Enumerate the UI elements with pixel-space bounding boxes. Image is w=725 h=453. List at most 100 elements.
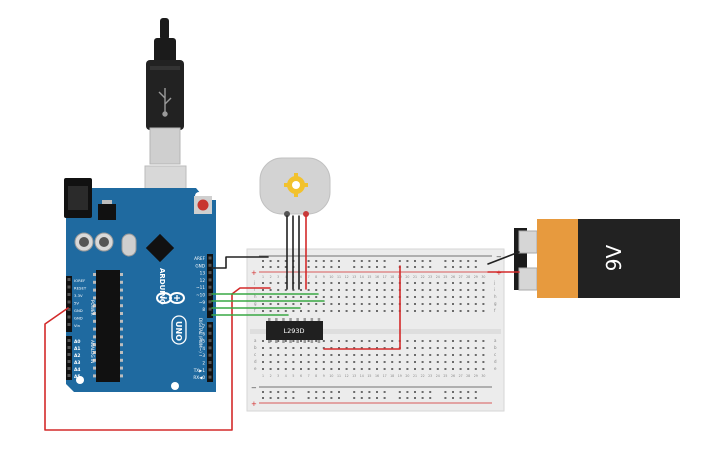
breadboard-hole[interactable] <box>330 347 333 349</box>
breadboard-hole[interactable] <box>262 296 264 298</box>
breadboard-hole[interactable] <box>414 354 416 356</box>
breadboard-hole[interactable] <box>269 303 272 305</box>
rail-hole[interactable] <box>474 266 477 268</box>
breadboard-hole[interactable] <box>338 368 340 370</box>
breadboard-hole[interactable] <box>307 347 310 349</box>
rail-hole[interactable] <box>269 260 272 262</box>
wire-gnd-black[interactable] <box>211 256 269 269</box>
breadboard-hole[interactable] <box>436 282 439 284</box>
rail-hole[interactable] <box>474 391 477 393</box>
breadboard-hole[interactable] <box>398 354 401 356</box>
rail-hole[interactable] <box>315 260 318 262</box>
breadboard-hole[interactable] <box>345 289 348 291</box>
breadboard-hole[interactable] <box>467 296 470 298</box>
digital-pin[interactable] <box>208 278 212 282</box>
breadboard-hole[interactable] <box>315 310 318 312</box>
breadboard-hole[interactable] <box>307 354 310 356</box>
rail-hole[interactable] <box>284 266 287 268</box>
breadboard-hole[interactable] <box>262 310 264 312</box>
breadboard-hole[interactable] <box>452 361 454 363</box>
breadboard-hole[interactable] <box>322 347 325 349</box>
analog-pin[interactable] <box>67 360 71 363</box>
rail-hole[interactable] <box>269 397 272 399</box>
breadboard-hole[interactable] <box>482 303 485 305</box>
rail-hole[interactable] <box>444 260 447 262</box>
breadboard-hole[interactable] <box>353 310 356 312</box>
breadboard-hole[interactable] <box>459 340 462 342</box>
breadboard-hole[interactable] <box>292 340 295 342</box>
rail-hole[interactable] <box>368 260 371 262</box>
breadboard-hole[interactable] <box>284 368 287 370</box>
breadboard-hole[interactable] <box>467 361 470 363</box>
rail-hole[interactable] <box>406 260 409 262</box>
breadboard-hole[interactable] <box>429 347 432 349</box>
rail-hole[interactable] <box>444 391 447 393</box>
breadboard-hole[interactable] <box>406 296 409 298</box>
breadboard-hole[interactable] <box>338 354 340 356</box>
breadboard-hole[interactable] <box>368 296 371 298</box>
breadboard-hole[interactable] <box>292 289 295 291</box>
breadboard-hole[interactable] <box>269 296 272 298</box>
breadboard-hole[interactable] <box>360 282 363 284</box>
rail-hole[interactable] <box>452 391 454 393</box>
breadboard-hole[interactable] <box>414 296 416 298</box>
rail-hole[interactable] <box>452 260 454 262</box>
rail-hole[interactable] <box>459 397 462 399</box>
breadboard-hole[interactable] <box>467 282 470 284</box>
breadboard-hole[interactable] <box>330 354 333 356</box>
breadboard-hole[interactable] <box>315 368 318 370</box>
breadboard-hole[interactable] <box>315 282 318 284</box>
breadboard-hole[interactable] <box>338 296 340 298</box>
breadboard-hole[interactable] <box>398 368 401 370</box>
breadboard-hole[interactable] <box>474 303 477 305</box>
breadboard-hole[interactable] <box>467 340 470 342</box>
rail-hole[interactable] <box>383 391 386 393</box>
breadboard-hole[interactable] <box>383 347 386 349</box>
motor-terminal-positive[interactable] <box>303 211 309 217</box>
breadboard-hole[interactable] <box>383 310 386 312</box>
breadboard-hole[interactable] <box>368 289 371 291</box>
breadboard-hole[interactable] <box>444 368 447 370</box>
breadboard-hole[interactable] <box>459 282 462 284</box>
breadboard-hole[interactable] <box>467 289 470 291</box>
breadboard-hole[interactable] <box>284 361 287 363</box>
breadboard-hole[interactable] <box>467 347 470 349</box>
wire-battery-black[interactable] <box>487 251 520 265</box>
breadboard-hole[interactable] <box>322 361 325 363</box>
breadboard-hole[interactable] <box>429 361 432 363</box>
breadboard-hole[interactable] <box>436 289 439 291</box>
breadboard-hole[interactable] <box>284 340 287 342</box>
rail-hole[interactable] <box>322 391 325 393</box>
breadboard-hole[interactable] <box>292 347 295 349</box>
rail-hole[interactable] <box>353 391 356 393</box>
breadboard-hole[interactable] <box>307 303 310 305</box>
rail-hole[interactable] <box>292 391 295 393</box>
breadboard-hole[interactable] <box>345 361 348 363</box>
breadboard-hole[interactable] <box>353 289 356 291</box>
breadboard-hole[interactable] <box>360 340 363 342</box>
digital-pin[interactable] <box>208 361 212 364</box>
breadboard-hole[interactable] <box>330 361 333 363</box>
analog-pin[interactable] <box>67 346 71 349</box>
breadboard-hole[interactable] <box>391 289 394 291</box>
digital-pin[interactable] <box>208 293 212 296</box>
breadboard-hole[interactable] <box>452 310 454 312</box>
breadboard-hole[interactable] <box>467 303 470 305</box>
breadboard-hole[interactable] <box>315 361 318 363</box>
rail-hole[interactable] <box>459 391 462 393</box>
rail-hole[interactable] <box>330 397 333 399</box>
breadboard-hole[interactable] <box>345 368 348 370</box>
breadboard-hole[interactable] <box>292 296 295 298</box>
rail-hole[interactable] <box>474 260 477 262</box>
battery-9v[interactable]: 9V <box>514 219 680 298</box>
rail-hole[interactable] <box>452 266 454 268</box>
breadboard-hole[interactable] <box>262 347 264 349</box>
digital-pin[interactable] <box>208 256 212 260</box>
l293d-chip[interactable]: L293D <box>266 318 323 343</box>
digital-pin[interactable] <box>208 368 212 372</box>
usb-cable[interactable] <box>144 18 187 217</box>
breadboard-hole[interactable] <box>360 310 363 312</box>
breadboard-hole[interactable] <box>300 340 302 342</box>
breadboard-hole[interactable] <box>277 282 280 284</box>
